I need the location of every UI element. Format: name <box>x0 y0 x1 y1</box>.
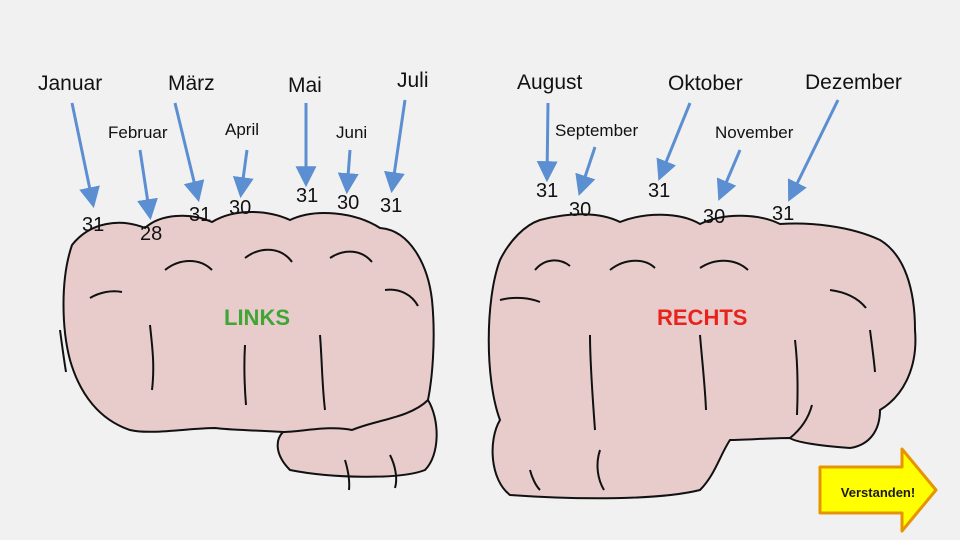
days-mai: 31 <box>296 185 319 207</box>
arrow-oktober <box>656 102 692 181</box>
month-label-maerz: März <box>168 72 215 95</box>
month-label-september: September <box>555 121 639 140</box>
days-juli: 31 <box>380 195 403 217</box>
days-april: 30 <box>229 197 252 219</box>
month-label-januar: Januar <box>38 72 103 95</box>
arrow-september <box>575 146 597 196</box>
arrow-august <box>536 102 558 183</box>
days-maerz: 31 <box>189 204 212 226</box>
days-august: 31 <box>536 180 559 202</box>
days-dezember: 31 <box>772 203 795 225</box>
month-label-november: November <box>715 123 794 142</box>
month-label-oktober: Oktober <box>668 72 743 95</box>
month-label-dezember: Dezember <box>805 71 902 94</box>
month-label-juli: Juli <box>397 69 429 92</box>
arrow-maerz <box>173 102 205 203</box>
days-oktober: 31 <box>648 180 671 202</box>
arrow-november <box>716 149 742 201</box>
arrow-right-icon <box>818 447 938 533</box>
month-label-mai: Mai <box>288 74 322 97</box>
month-arrows <box>70 99 840 221</box>
month-label-august: August <box>517 71 583 94</box>
days-januar: 31 <box>82 214 105 236</box>
days-juni: 30 <box>337 192 360 214</box>
month-label-april: April <box>225 120 260 139</box>
arrow-juni <box>337 149 359 195</box>
understood-button[interactable]: Verstanden! <box>818 447 938 533</box>
month-label-februar: Februar <box>108 123 168 142</box>
arrow-dezember <box>787 99 840 202</box>
arrow-januar <box>70 102 100 209</box>
days-november: 30 <box>703 206 726 228</box>
month-label-juni: Juni <box>336 123 368 142</box>
right-hand-label: RECHTS <box>657 305 748 330</box>
arrow-april <box>232 149 254 199</box>
arrow-juli <box>384 99 407 194</box>
days-februar: 28 <box>140 223 163 245</box>
arrow-februar <box>137 149 158 221</box>
left-fist <box>62 211 438 478</box>
left-fist-creases <box>59 248 419 491</box>
right-fist-creases <box>499 259 876 491</box>
left-hand-label: LINKS <box>224 305 290 330</box>
days-september: 30 <box>569 199 592 221</box>
understood-button-label: Verstanden! <box>840 485 916 500</box>
